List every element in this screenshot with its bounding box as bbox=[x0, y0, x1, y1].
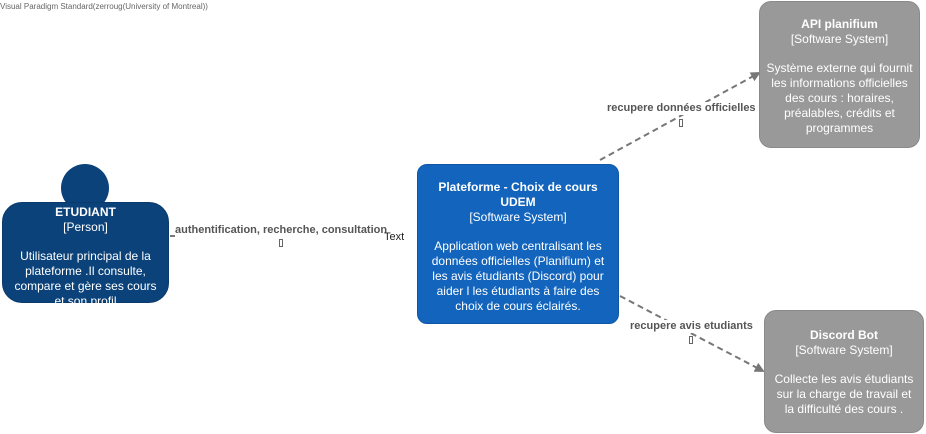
person-type: [Person] bbox=[63, 220, 108, 234]
person-description: Utilisateur principal de la plateforme .… bbox=[14, 249, 157, 308]
stray-text-label[interactable]: Text bbox=[384, 231, 405, 243]
api-system-description: Système externe qui fournit les informat… bbox=[766, 61, 913, 135]
api-system-name: API planifium bbox=[801, 17, 878, 31]
discord-system-description: Collecte les avis étudiants sur la charg… bbox=[774, 372, 914, 416]
person-box-etudiant[interactable]: ETUDIANT [Person] Utilisateur principal … bbox=[2, 202, 169, 308]
connector-main-to-discord[interactable] bbox=[619, 295, 765, 372]
relation-marker-icon bbox=[279, 239, 283, 247]
relation-marker-icon bbox=[689, 336, 693, 344]
relation-marker-icon bbox=[679, 119, 683, 127]
discord-system-name: Discord Bot bbox=[809, 328, 878, 342]
main-system-type: [Software System] bbox=[469, 210, 567, 224]
relation-label-person-to-main[interactable]: authentification, recherche, consultatio… bbox=[175, 224, 388, 237]
person-name: ETUDIANT bbox=[55, 205, 116, 219]
main-system-description: Application web centralisant les données… bbox=[431, 239, 605, 313]
discord-system-type: [Software System] bbox=[795, 343, 893, 357]
connector-main-to-api[interactable] bbox=[599, 72, 761, 161]
relation-label-main-to-discord[interactable]: recupere avis etudiants bbox=[630, 320, 753, 333]
watermark-text: Visual Paradigm Standard(zerroug(Univers… bbox=[0, 2, 208, 11]
api-system-type: [Software System] bbox=[790, 32, 889, 46]
api-system-box[interactable]: API planifium [Software System] Système … bbox=[759, 1, 920, 148]
main-system-name: Plateforme - Choix de cours UDEM bbox=[438, 180, 598, 209]
main-system-box[interactable]: Plateforme - Choix de cours UDEM [Softwa… bbox=[417, 164, 619, 324]
discord-system-box[interactable]: Discord Bot [Software System] Collecte l… bbox=[764, 310, 924, 433]
relation-label-main-to-api[interactable]: recupere données officielles bbox=[607, 102, 756, 115]
